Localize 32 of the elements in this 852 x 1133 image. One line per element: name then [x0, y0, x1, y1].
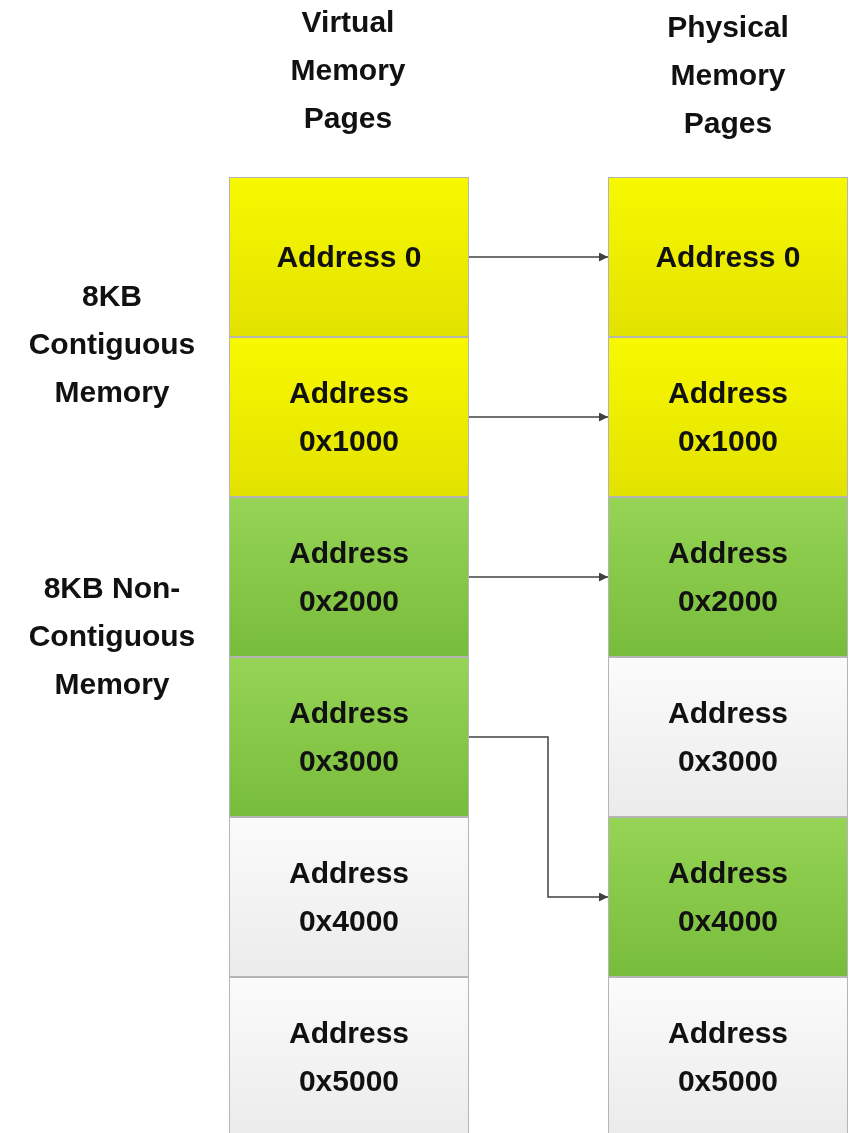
memory-page-box [229, 657, 469, 817]
page-address: Address 0x5000 [287, 1015, 410, 1099]
memory-page-box [608, 657, 848, 817]
page-address: Address 0x2000 [287, 535, 410, 619]
memory-page-box [229, 817, 469, 977]
arrow [468, 736, 609, 902]
page-address: Address 0x1000 [287, 375, 410, 459]
memory-page-box [608, 817, 848, 977]
page-address: Address 0x4000 [666, 855, 789, 939]
page-address: Address 0x3000 [666, 695, 789, 779]
page-address: Address 0x4000 [287, 855, 410, 939]
page-address: Address 0x1000 [666, 375, 789, 459]
arrow [468, 252, 609, 262]
memory-page-box [608, 977, 848, 1133]
memory-page-box [229, 977, 469, 1133]
page-address: Address 0 [655, 239, 801, 275]
page-address: Address 0 [276, 239, 422, 275]
memory-page-box [608, 177, 848, 337]
memory-page-box [229, 497, 469, 657]
arrow [468, 412, 609, 422]
page-address: Address 0x3000 [287, 695, 410, 779]
column-heading: Virtual Memory Pages [289, 4, 407, 136]
page-address: Address 0x5000 [666, 1015, 789, 1099]
memory-page-box [608, 497, 848, 657]
group-label: 8KB Contiguous Memory [27, 278, 197, 410]
memory-page-box [229, 337, 469, 497]
memory-page-box [608, 337, 848, 497]
group-label: 8KB Non-Contiguous Memory [27, 570, 197, 702]
column-heading: Physical Memory Pages [666, 9, 790, 141]
memory-page-box [229, 177, 469, 337]
page-address: Address 0x2000 [666, 535, 789, 619]
arrow [468, 572, 609, 582]
